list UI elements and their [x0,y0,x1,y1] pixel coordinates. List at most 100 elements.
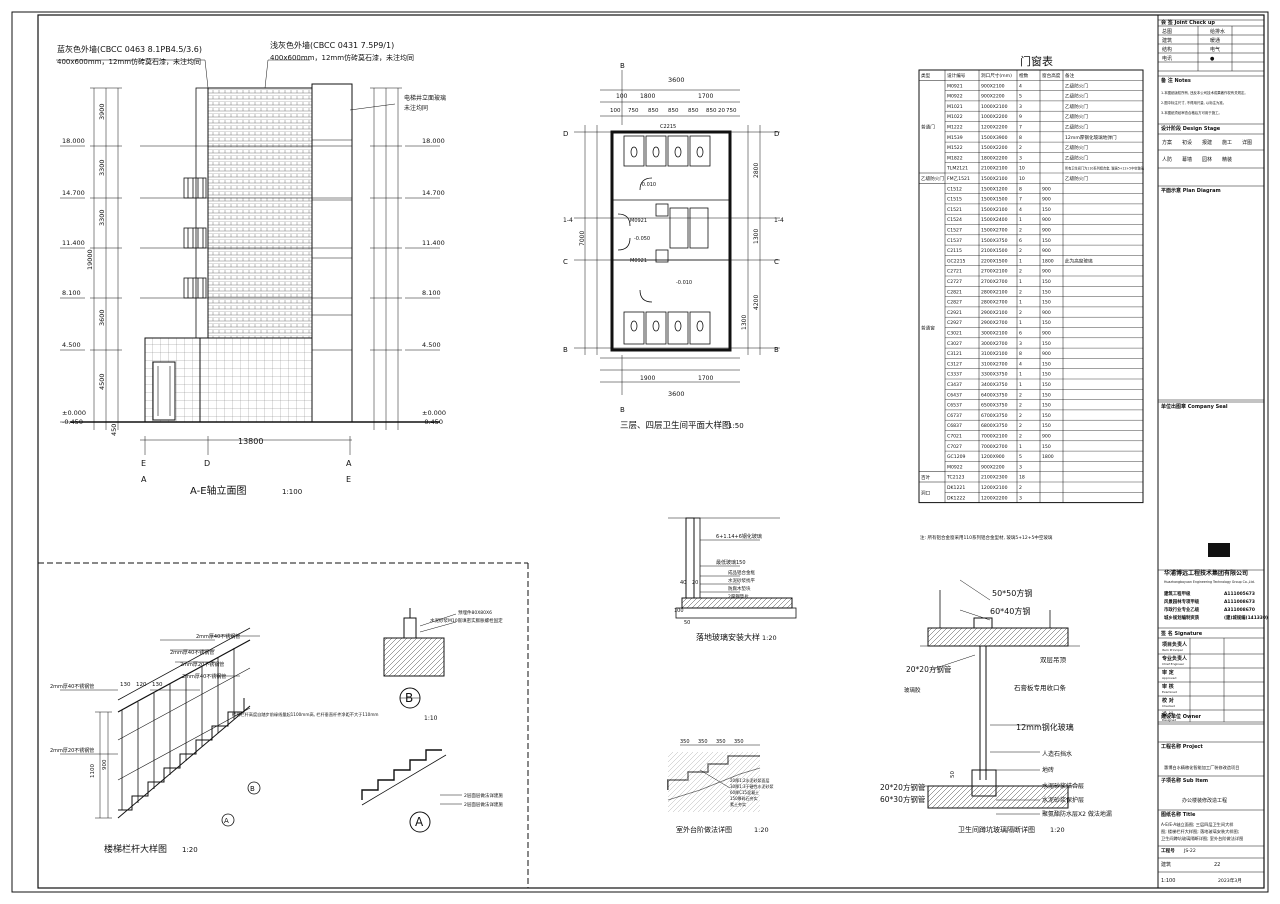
table-cell: C1537 [947,238,962,244]
table-cell: C3027 [947,341,962,347]
tb-cert-label: 市政行业专业乙级 [1164,606,1200,613]
plan-dim-s3: 850 [668,108,679,114]
table-cell: 150 [1042,300,1051,306]
tb-cert-value: A111005673 [1224,591,1255,597]
glass-label-1: 6+1.14+6钢化玻璃 [716,533,762,540]
table-cell: 3300X3750 [981,372,1008,378]
glass-dim-3: 100 [674,608,684,614]
elev-dim-5: 4500 [98,373,106,390]
elev-axis-2: D [204,459,210,468]
partition-label-4: 石膏板专用收口条 [1014,683,1067,692]
elev-title: A-E轴立面图 [190,484,247,497]
partition-label-8: 人造石挡水 [1042,750,1072,758]
table-cell: 900 [1042,197,1051,203]
table-cell: 1200X900 [981,454,1005,460]
plan-dim-b1: 1900 [640,375,655,382]
partition-label-7: 12mm钢化玻璃 [1016,722,1074,732]
table-cell: DK1222 [947,495,965,501]
table-cell: 3 [1019,104,1022,110]
detail-a-label-1: 2层面层做法详建施 [464,792,503,799]
table-cell: 1200X2200 [981,495,1008,501]
plan-door-1: M0921 [630,218,647,224]
table-cell: 2700X2700 [981,279,1008,285]
table-cell: 3100X2700 [981,361,1008,367]
plan-dim-s1: 750 [628,108,639,114]
table-cell: 900 [1042,217,1051,223]
table-cell: 1500X1500 [981,197,1008,203]
table-title: 门窗表 [1020,54,1053,68]
table-cell: 150 [1042,289,1051,295]
table-cell: 7000X2700 [981,444,1008,450]
step-label-2: 30厚1:3干硬性水泥砂浆 [730,783,774,789]
partition-label-2: 60*40方钢 [990,606,1030,616]
table-cell: C1527 [947,228,962,234]
step-scale: 1:20 [754,826,769,834]
tb-cert-value: (建)城规编(141330) [1224,614,1268,621]
plan-dim-r5: 7000 [579,231,586,246]
table-cell: 1500X1200 [981,186,1008,192]
table-cell: M0921 [947,83,963,89]
table-cell: 900 [1042,186,1051,192]
tb-signer-label: 专业负责人 [1162,655,1188,662]
table-cell: FM乙1521 [947,175,970,182]
detail-b [383,608,457,709]
elev-scale: 1:100 [282,488,302,496]
step-label-3: 60厚C15混凝土 [730,789,759,795]
tb-signer-en: Approved [1162,676,1176,680]
table-cell: C6437 [947,392,962,398]
elev-dim-4: 3600 [98,309,106,326]
table-cell: C2721 [947,269,962,275]
tb-sign-label: 建筑 [1162,37,1172,44]
table-cell: 3 [1019,495,1022,501]
table-cell: 乙级防火门 [1065,82,1088,89]
table-cell: 900X2200 [981,94,1005,100]
stair-label-5: 2mm厚40不锈钢管 [50,683,94,690]
table-group-label: 乙级防火门 [921,175,944,182]
detail-b-mark: B [405,691,413,705]
tb-sign-label: 结构 [1162,46,1172,53]
table-cell: 1500X2400 [981,217,1008,223]
glass-title: 落地玻璃安装大样 [696,632,760,642]
table-cell: 7 [1019,125,1022,131]
plan-axis-b: B [563,346,568,354]
partition-dim-1: 50 [950,771,956,778]
step-dim-2: 350 [698,739,708,745]
table-cell: 900 [1042,269,1051,275]
tb-section-stage: 设计阶段 Design Stage [1161,125,1221,132]
table-cell: C3127 [947,361,962,367]
stair-dim-1: 130 [120,682,131,688]
table-cell: 6500X3750 [981,403,1008,409]
elev-dim-2: 3300 [98,159,106,176]
table-cell: 3000X2100 [981,331,1008,337]
table-header: 窗台高度 [1042,72,1061,79]
tb-dno: JS-22 [1183,848,1196,854]
plan-dim-r4: 1300 [741,315,748,330]
table-cell: 10 [1019,176,1025,182]
tb-section-sign: 签 名 Signature [1160,630,1203,637]
table-cell: 1800 [1042,454,1054,460]
table-cell: M1822 [947,155,963,161]
elev-level-7: -0.450 [62,418,83,426]
elev-axis-3: A [346,459,352,468]
table-cell: 2 [1019,413,1022,419]
table-cell: M1021 [947,104,963,110]
glass-dim-2: 20 [692,580,698,586]
table-cell: 1 [1019,382,1022,388]
partition-label-1: 50*50方钢 [992,588,1032,598]
tb-sign-label: 电气 [1210,46,1220,53]
table-cell: 2 [1019,228,1022,234]
table-cell: DK1221 [947,485,965,491]
table-cell: 150 [1042,361,1051,367]
table-cell: 2 [1019,403,1022,409]
table-cell: 3100X2100 [981,351,1008,357]
glass-label-4: 水泥砂浆找平 [728,577,755,584]
table-cell: 7 [1019,197,1022,203]
table-cell: 1500X2100 [981,207,1008,213]
table-cell: 150 [1042,423,1051,429]
table-cell: 1500X2200 [981,145,1008,151]
partition-label-14: 60*30方钢管 [880,794,926,804]
tb-stage: 人防 [1162,156,1172,163]
table-cell: 6400X3750 [981,392,1008,398]
detail-a-mark: A [415,815,424,829]
